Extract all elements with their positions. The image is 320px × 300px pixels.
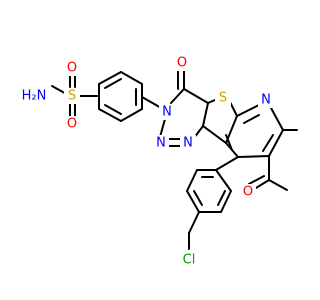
bond bbox=[202, 125, 227, 144]
bond bbox=[268, 179, 288, 191]
molecule-svg: H₂N S O O N O S N N N O Cl bbox=[14, 55, 298, 268]
bond bbox=[237, 155, 270, 158]
bond bbox=[98, 108, 122, 122]
bond bbox=[270, 107, 284, 131]
azo-n-1-label: N bbox=[183, 136, 193, 151]
bond bbox=[183, 88, 209, 104]
label-mask bbox=[159, 104, 175, 120]
label-mask bbox=[258, 92, 274, 108]
bond bbox=[186, 169, 198, 192]
bond bbox=[236, 103, 262, 117]
label-mask bbox=[240, 184, 256, 200]
label-mask bbox=[64, 88, 80, 104]
bond bbox=[215, 169, 232, 192]
bond bbox=[215, 156, 239, 171]
bond bbox=[202, 102, 209, 127]
molecule-structure-diagram: H₂N S O O N O S N N N O Cl bbox=[14, 55, 298, 268]
bond bbox=[120, 108, 143, 122]
chlorine-label: Cl bbox=[183, 253, 196, 268]
pyridine-n-label: N bbox=[261, 93, 271, 108]
bond-double-inner bbox=[243, 114, 260, 124]
label-mask bbox=[174, 55, 190, 71]
bond bbox=[268, 129, 284, 157]
label-mask bbox=[215, 90, 231, 106]
triazinone-n-label: N bbox=[162, 105, 172, 120]
bond bbox=[98, 71, 122, 85]
bond bbox=[120, 71, 143, 85]
bond bbox=[220, 190, 232, 213]
bond-double-inner bbox=[262, 134, 274, 152]
bond-double-inner bbox=[225, 134, 233, 151]
bond bbox=[159, 118, 166, 138]
acetyl-o-label: O bbox=[243, 185, 253, 200]
bond-double-inner bbox=[104, 78, 122, 89]
bond-double-inner bbox=[217, 190, 226, 206]
bond-lines bbox=[51, 67, 298, 250]
bond bbox=[186, 190, 200, 213]
label-mask bbox=[153, 135, 169, 151]
label-mask bbox=[64, 116, 80, 132]
sulfonyl-o-top-label: O bbox=[67, 61, 77, 76]
label-mask bbox=[177, 252, 201, 268]
atom-labels: H₂N S O O N O S N N N O Cl bbox=[14, 55, 274, 268]
bond bbox=[188, 211, 200, 234]
bond-double-inner bbox=[193, 190, 203, 206]
azo-n-2-label: N bbox=[156, 136, 166, 151]
bond-double-inner bbox=[104, 104, 122, 115]
amine-label: H₂N bbox=[22, 89, 47, 104]
label-mask bbox=[14, 88, 52, 104]
bond bbox=[170, 88, 185, 104]
sulfonyl-o-bottom-label: O bbox=[67, 117, 77, 132]
label-mask bbox=[64, 60, 80, 76]
bond bbox=[248, 175, 265, 185]
carbonyl-o-label: O bbox=[177, 56, 187, 71]
sulfonyl-s-label: S bbox=[68, 89, 76, 104]
label-mask bbox=[180, 135, 196, 151]
thiophene-s-label: S bbox=[219, 91, 227, 106]
